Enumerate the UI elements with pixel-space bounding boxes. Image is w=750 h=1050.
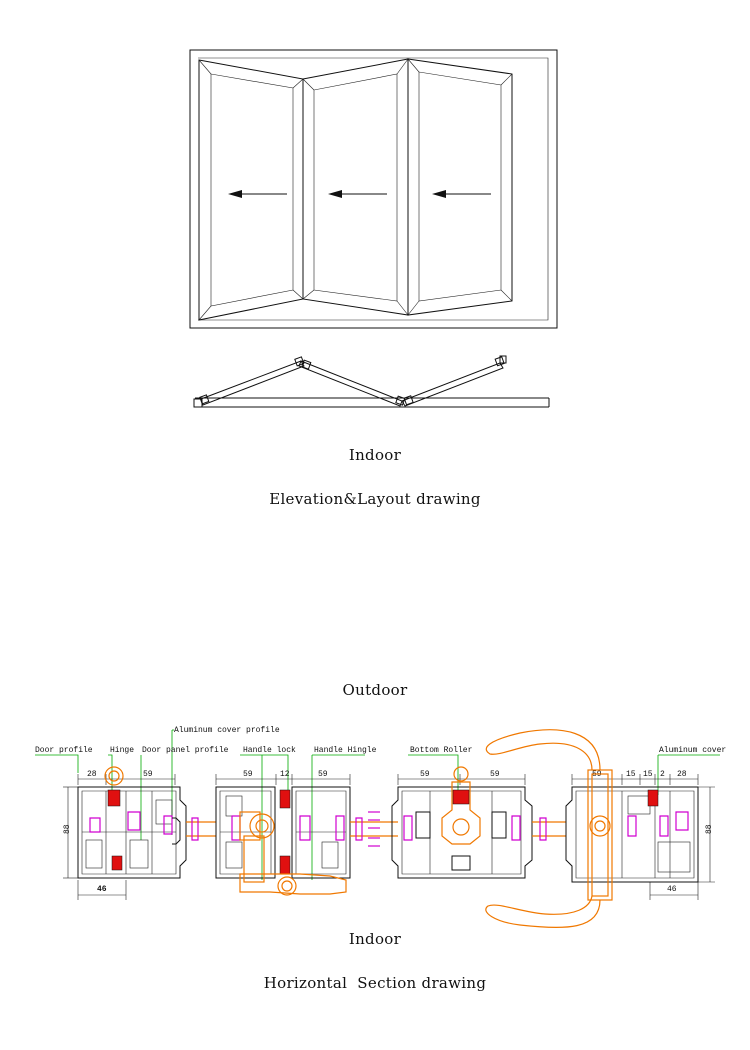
panel-3-glass [418, 71, 502, 302]
callout-aluminum-cover: Aluminum cover [659, 746, 726, 755]
cover-gasket [647, 789, 659, 807]
section-drawing-title: Horizontal Section drawing [263, 974, 487, 992]
handle-hinge-bar [239, 873, 347, 895]
folded-panel-2 [298, 360, 403, 407]
arrow-left-3 [432, 190, 491, 198]
door-panel-2 [302, 58, 409, 316]
callout-bottom-roller: Bottom Roller [410, 746, 473, 755]
elevation-view [189, 49, 558, 329]
elevation-drawing-title: Elevation&Layout drawing [269, 490, 481, 508]
callouts: Aluminum cover profile Door profile Hing… [35, 726, 726, 880]
indoor-label-top: Indoor [348, 446, 402, 464]
hinge-gasket-bottom [111, 855, 123, 871]
callout-handle-hinge: Handle Hingle [314, 746, 377, 755]
handle-lock-body [249, 813, 275, 839]
dim-mid1-59b: 59 [318, 770, 328, 779]
dim-left-28: 28 [87, 770, 97, 779]
door-panel-1 [198, 59, 304, 321]
arrow-left-2 [328, 190, 387, 198]
glass-pane-2 [350, 811, 398, 847]
dim-left-46: 46 [97, 885, 107, 894]
section-mid2-panels [391, 766, 533, 879]
dim-left-59: 59 [143, 770, 153, 779]
dim-right-28: 28 [677, 770, 687, 779]
dim-right-46: 46 [667, 885, 677, 894]
bottom-roller-body [441, 781, 481, 845]
section-right-frame [485, 729, 699, 929]
callout-handle-lock: Handle lock [243, 746, 296, 755]
dim-right-15a: 15 [626, 770, 636, 779]
dim-mid1-12: 12 [280, 770, 290, 779]
indoor-label-bottom: Indoor [348, 930, 402, 948]
interlock-gasket-bottom [279, 855, 291, 875]
arrow-left-1 [228, 190, 287, 198]
dim-right-2: 2 [660, 770, 665, 779]
panel-1-glass [210, 73, 294, 307]
inner-frame [198, 57, 549, 321]
door-panel-3 [407, 58, 513, 316]
dim-mid1-59a: 59 [243, 770, 253, 779]
dimensions: 28 59 88 46 59 12 59 59 59 59 15 15 2 28… [63, 770, 715, 900]
callout-door-panel-profile: Door panel profile [142, 746, 229, 755]
outer-frame [189, 49, 558, 329]
dim-mid2-59a: 59 [420, 770, 430, 779]
panel-2-glass [313, 73, 398, 302]
glass-pane-1 [186, 817, 216, 841]
dim-right-15b: 15 [643, 770, 653, 779]
roller-gasket [452, 789, 470, 805]
section-left-frame [77, 766, 187, 879]
handle-grip-lower [485, 895, 601, 929]
interlock-gasket-top [279, 789, 291, 809]
outdoor-label: Outdoor [342, 681, 408, 699]
free-end-block [499, 355, 507, 364]
callout-hinge: Hinge [110, 746, 134, 755]
folded-panel-3 [401, 362, 504, 407]
layout-view [193, 355, 550, 408]
callout-door-profile: Door profile [35, 746, 93, 755]
section-mid1-panels [215, 786, 351, 896]
handle-grip-upper [485, 729, 601, 771]
dim-mid2-59b: 59 [490, 770, 500, 779]
dim-right-88: 88 [705, 824, 714, 834]
callout-aluminum-cover-profile: Aluminum cover profile [174, 726, 280, 735]
bottom-roller-wheel [453, 766, 469, 782]
glass-pane-3 [532, 817, 566, 841]
hinge-gasket-top [107, 789, 121, 807]
dim-left-88: 88 [63, 824, 72, 834]
